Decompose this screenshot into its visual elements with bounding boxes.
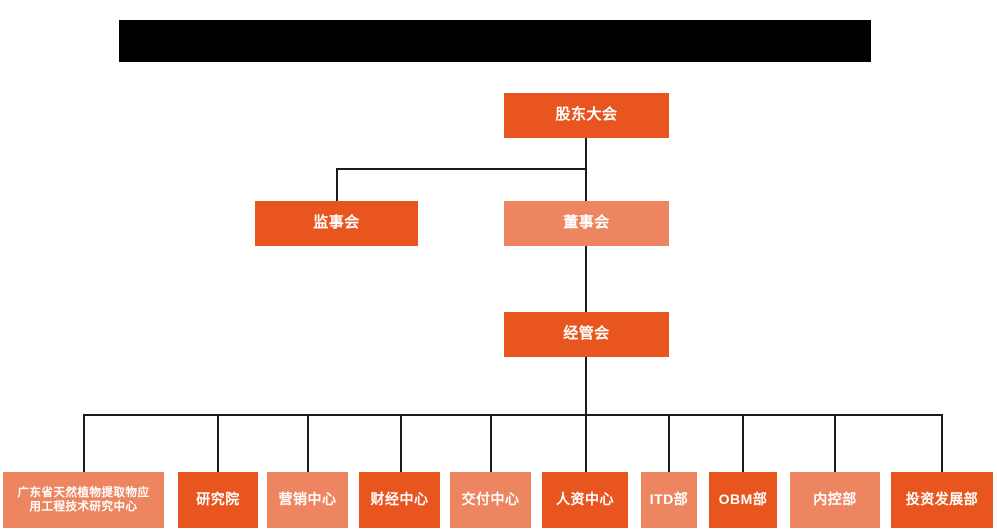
connector-l1-down [585,138,587,169]
node-management-committee-label: 经管会 [563,325,610,343]
node-guangdong-research-center-label: 广东省天然植物提取物应 用工程技术研究中心 [17,486,150,513]
node-marketing-center[interactable]: 营销中心 [267,472,348,528]
node-delivery-center-label: 交付中心 [461,491,520,508]
connector-to-investment-development-department [941,414,943,472]
connector-to-marketing-center [307,414,309,472]
node-board-of-directors[interactable]: 董事会 [504,201,669,246]
connector-to-internal-control-department [834,414,836,472]
connector-to-obm-department [742,414,744,472]
connector-to-board-of-directors [585,168,587,201]
connector-directors-to-management [585,246,587,312]
node-obm-department-label: OBM部 [718,491,768,508]
node-investment-development-department[interactable]: 投资发展部 [891,472,993,528]
node-board-of-supervisors-label: 监事会 [313,214,360,232]
node-finance-center[interactable]: 财经中心 [359,472,440,528]
node-guangdong-research-center[interactable]: 广东省天然植物提取物应 用工程技术研究中心 [3,472,164,528]
node-hr-center-label: 人资中心 [556,491,614,508]
node-research-institute[interactable]: 研究院 [178,472,258,528]
connector-department-bus [83,414,943,416]
connector-to-research-institute [217,414,219,472]
redacted-title-banner [119,20,871,62]
connector-management-down [585,357,587,415]
connector-l1-split [336,168,587,170]
node-internal-control-department[interactable]: 内控部 [790,472,880,528]
node-internal-control-department-label: 内控部 [813,491,857,508]
connector-to-board-of-supervisors [336,168,338,201]
connector-to-guangdong-research-center [83,414,85,472]
node-shareholders-meeting-label: 股东大会 [555,106,618,124]
node-obm-department[interactable]: OBM部 [709,472,777,528]
node-board-of-supervisors[interactable]: 监事会 [255,201,418,246]
node-investment-development-department-label: 投资发展部 [905,491,979,508]
node-marketing-center-label: 营销中心 [278,491,337,508]
node-board-of-directors-label: 董事会 [563,214,610,232]
node-finance-center-label: 财经中心 [370,491,429,508]
node-itd-department-label: ITD部 [649,491,689,508]
node-hr-center[interactable]: 人资中心 [542,472,628,528]
node-itd-department[interactable]: ITD部 [641,472,697,528]
node-delivery-center[interactable]: 交付中心 [450,472,531,528]
connector-to-finance-center [400,414,402,472]
node-shareholders-meeting[interactable]: 股东大会 [504,93,669,138]
node-management-committee[interactable]: 经管会 [504,312,669,357]
connector-to-delivery-center [490,414,492,472]
connector-to-hr-center [585,414,587,472]
node-research-institute-label: 研究院 [196,491,240,508]
connector-to-itd-department [668,414,670,472]
